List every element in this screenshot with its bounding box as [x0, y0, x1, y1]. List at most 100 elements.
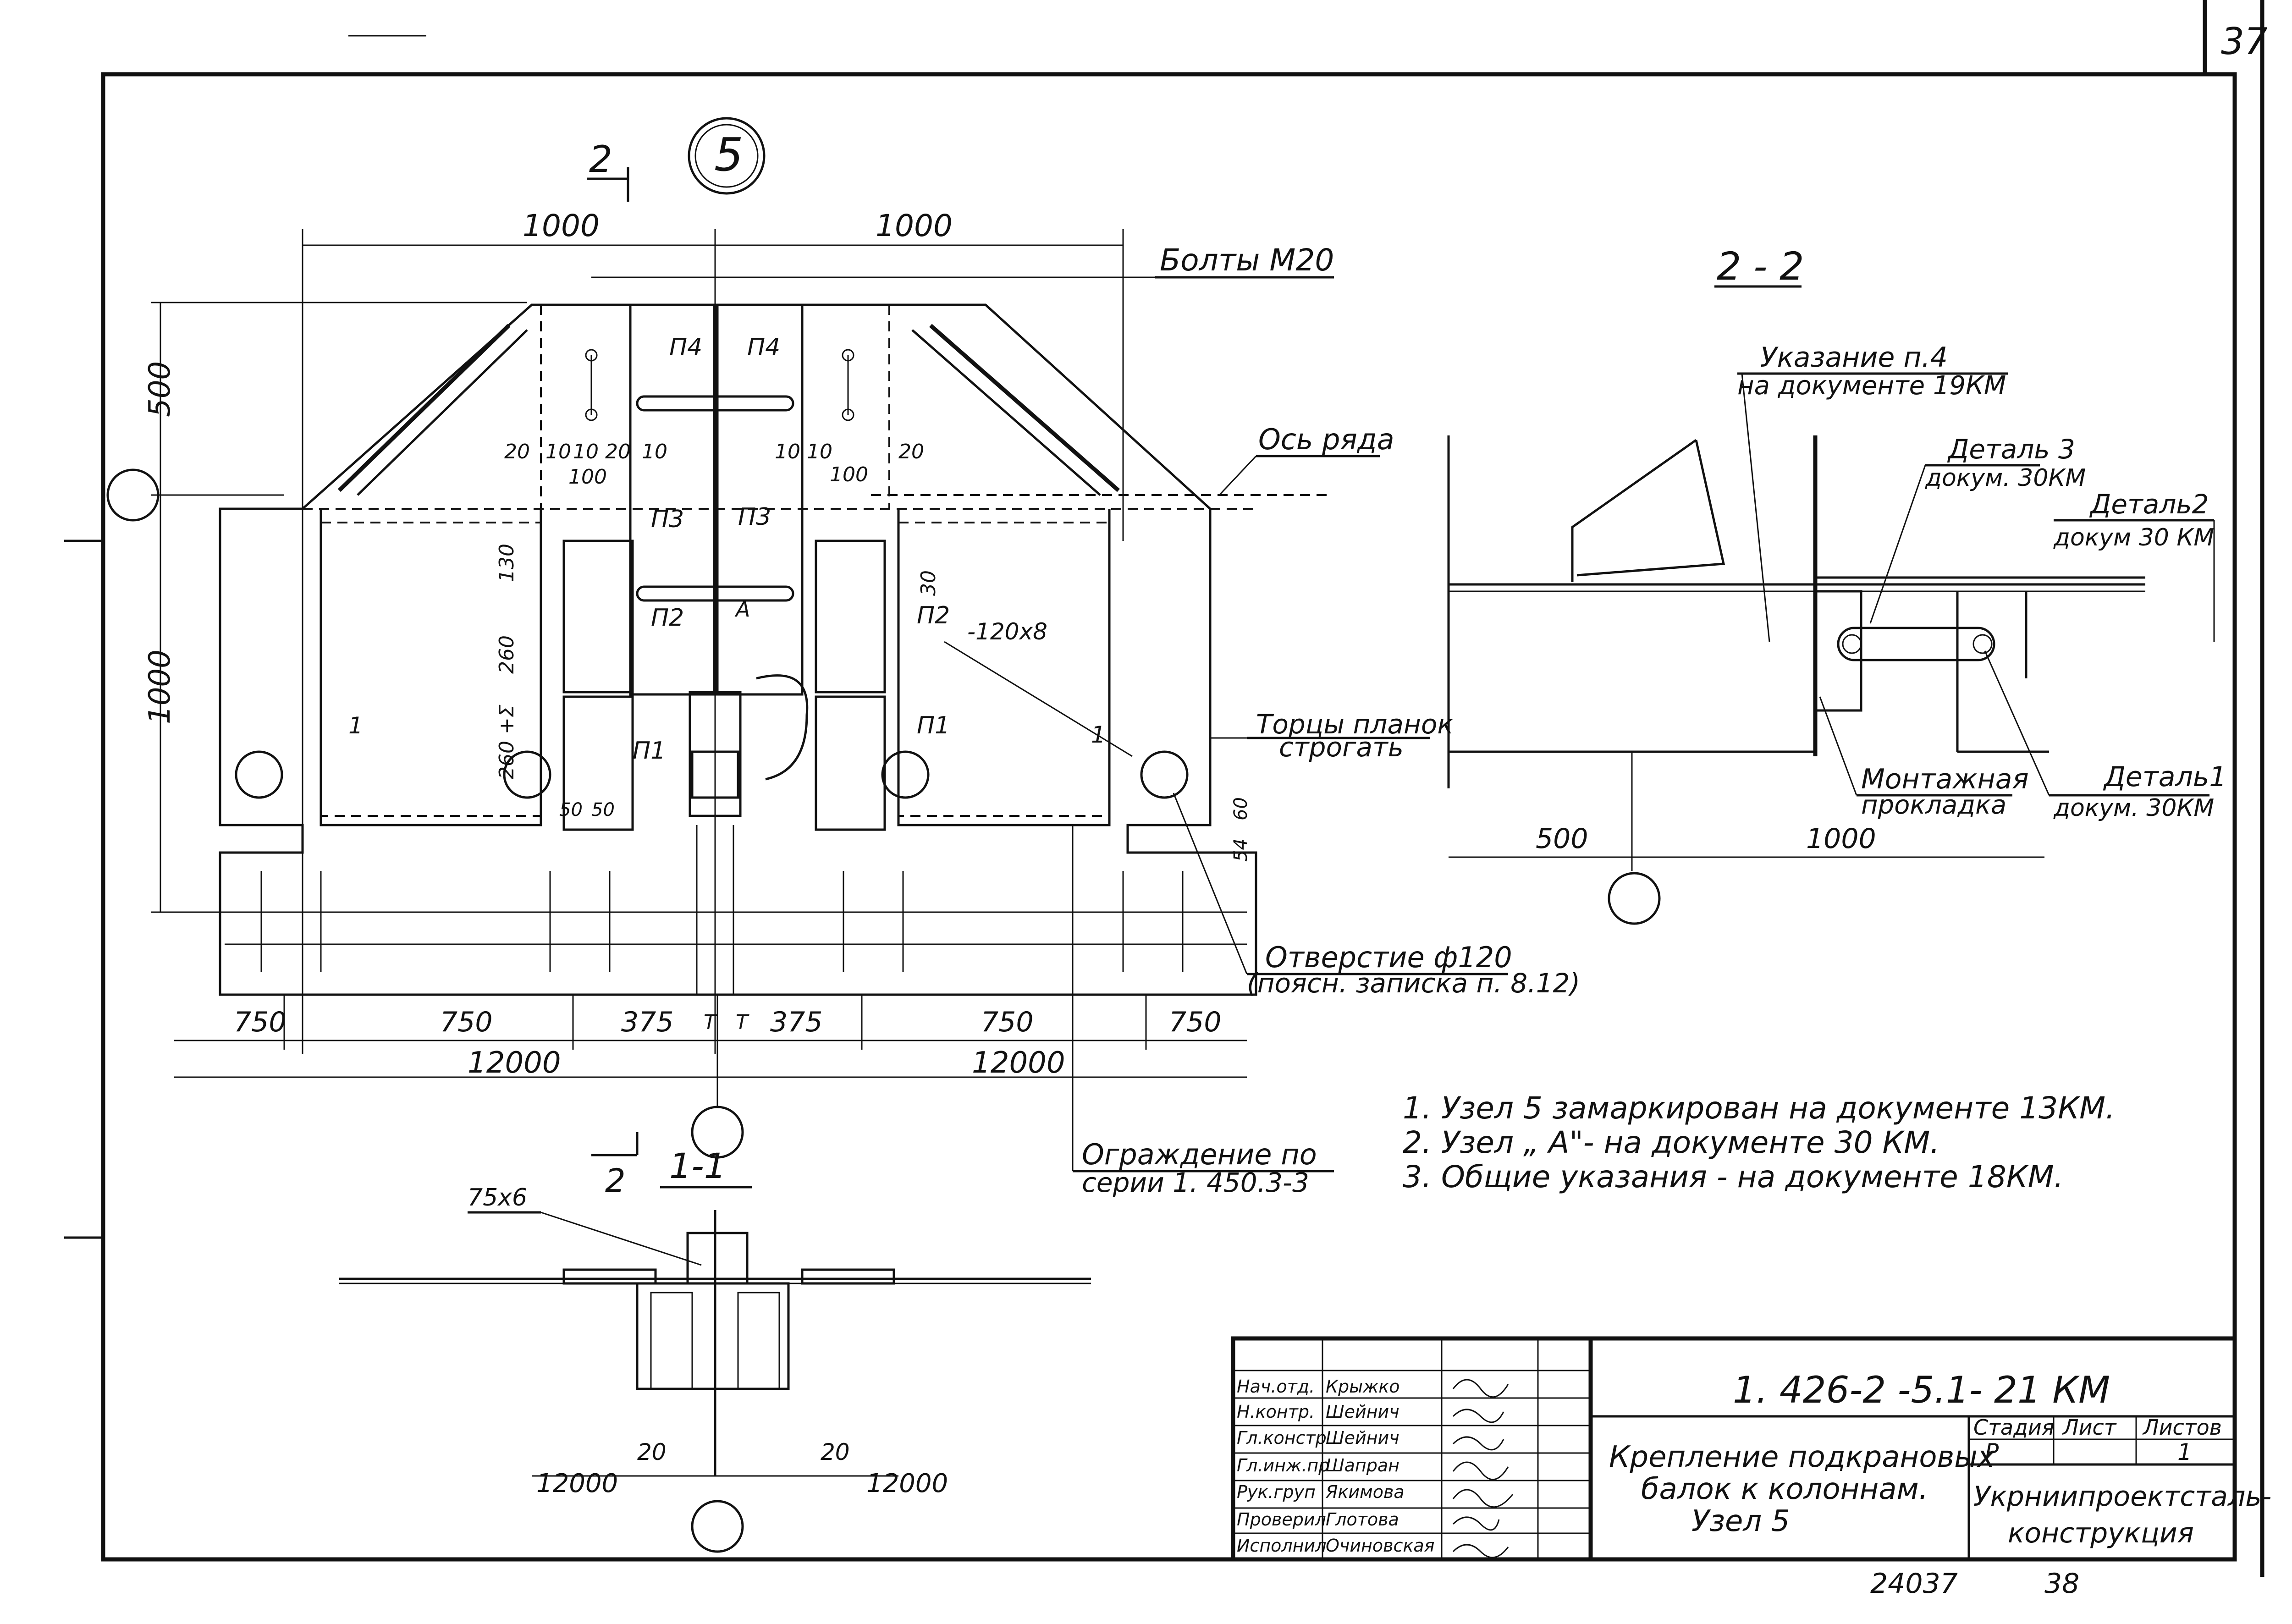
role-5: Проверил [1237, 1509, 1326, 1530]
row-axis-label: Ось ряда [1258, 423, 1394, 456]
small-dim: 10 [807, 440, 832, 463]
name-3: Шапран [1326, 1455, 1399, 1475]
section-11-dim-left: 20 [637, 1439, 667, 1465]
small-dim: 10 [573, 440, 599, 463]
name-4: Якимова [1325, 1482, 1405, 1502]
small-dim: 100 [830, 463, 868, 486]
small-dim: 50 [591, 799, 615, 820]
bolts-label: Болты М20 [1160, 242, 1334, 278]
drawing-code: 1. 426-2 -5.1- 21 КМ [1733, 1369, 2110, 1411]
name-5: Глотова [1326, 1509, 1399, 1530]
org-name-1: Укрниипроектсталь- [1973, 1481, 2271, 1513]
name-6: Очиновская [1326, 1536, 1435, 1556]
detail1-label-1: Деталь1 [2103, 761, 2226, 793]
top-dim-right: 1000 [876, 208, 953, 243]
section-11-mark: 2 [605, 1162, 626, 1200]
plate-label-p2-left: П2 [651, 604, 684, 632]
role-0: Нач.отд. [1237, 1376, 1315, 1397]
page-number: 38 [2044, 1568, 2079, 1600]
section-22-note-ref-2: на документе 19КМ [1737, 371, 2006, 401]
detail2-label-2: докум 30 КМ [2053, 524, 2214, 551]
node-number: 5 [714, 128, 744, 182]
detail3-label-2: докум. 30КМ [1925, 464, 2086, 492]
section-22-dim-500: 500 [1536, 823, 1588, 855]
small-dim: 30 [917, 570, 940, 596]
section-2-2: 2 - 2 Указание п.4 на документе 19КМ Дет… [1447, 244, 2226, 925]
small-dim: 20 [504, 440, 530, 463]
t-mark-right: Т [736, 1011, 749, 1034]
general-notes: 1. Узел 5 замаркирован на документе 13КМ… [1403, 1090, 2115, 1195]
section-22-title: 2 - 2 [1717, 244, 1804, 289]
note-1: 1. Узел 5 замаркирован на документе 13КМ… [1403, 1090, 2115, 1126]
name-1: Шейнич [1326, 1402, 1399, 1422]
small-dim: 60 [1230, 797, 1251, 820]
plan-view: 5 2 1000 1000 Болты М20 500 1000 Ось ряд… [106, 117, 1580, 1198]
small-dim: 54 [1230, 838, 1251, 862]
plate-label-p1-left: П1 [633, 737, 666, 765]
section-22-dim-1000: 1000 [1806, 823, 1876, 855]
bottom-dim: 750 [981, 1006, 1034, 1038]
section-11-title: 1-1 [669, 1145, 726, 1186]
section-22-note-ref-1: Указание п.4 [1760, 341, 1948, 374]
detail2-label-1: Деталь2 [2089, 489, 2209, 520]
role-4: Рук.груп [1237, 1482, 1316, 1502]
section-mark: 2 [589, 138, 612, 181]
sheet-frame [64, 0, 2264, 1577]
section-11-span-right: 12000 [866, 1469, 948, 1498]
top-dim-left: 1000 [523, 208, 600, 243]
drawing-title-3: Узел 5 [1691, 1504, 1790, 1538]
role-1: Н.контр. [1237, 1402, 1315, 1422]
name-2: Шейнич [1326, 1428, 1399, 1448]
angle-label: 75х6 [468, 1184, 527, 1211]
bottom-dim: 375 [621, 1006, 674, 1038]
bottom-dim: 750 [234, 1006, 286, 1038]
stage-value: Р [1985, 1439, 1999, 1465]
t-mark-left: Т [704, 1011, 717, 1034]
cut-mark-right: 1 [1091, 721, 1106, 748]
role-6: Исполнил [1237, 1536, 1327, 1556]
bottom-dim: 750 [440, 1006, 493, 1038]
title-block: Нач.отд. Крыжко Н.контр. Шейнич Гл.конст… [1231, 1336, 2271, 1562]
drawing-title-2: балок к колоннам. [1641, 1472, 1928, 1506]
hole-label-1: Отверстие ф120 [1265, 941, 1512, 974]
note-3: 3. Общие указания - на документе 18КМ. [1403, 1159, 2064, 1195]
small-dim: 20 [898, 440, 924, 463]
section-11-span-left: 12000 [536, 1469, 618, 1498]
plate-label-p1-right: П1 [917, 712, 950, 739]
hole-label-2: (поясн. записка п. 8.12) [1247, 968, 1580, 999]
section-1-1: 2 1-1 75х6 20 20 12000 12000 [339, 1132, 1091, 1553]
plate-label-p3-left: П3 [651, 506, 684, 533]
note-2: 2. Узел „ А"- на документе 30 КМ. [1403, 1125, 1939, 1160]
small-dim: 50 [559, 799, 583, 820]
ends-label-1: Торцы планок [1256, 709, 1453, 740]
small-dim: 130 [495, 544, 518, 582]
small-dim: 260 +Σ [495, 705, 518, 779]
section-11-dim-right: 20 [821, 1439, 850, 1465]
small-dim: 260 [495, 635, 518, 674]
span-dim-left: 12000 [468, 1046, 561, 1080]
node-a-label: А [734, 597, 750, 622]
fence-label-1: Ограждение по [1082, 1138, 1317, 1171]
bottom-dim: 375 [770, 1006, 823, 1038]
plate-label-p3-right: П3 [738, 503, 771, 531]
corner-number: 37 [2221, 20, 2268, 63]
drawing-title-1: Крепление подкрановых [1609, 1440, 1995, 1474]
role-2: Гл.констр [1237, 1428, 1327, 1448]
ends-label-2: строгать [1279, 732, 1404, 763]
sheet-label: Лист [2062, 1415, 2117, 1440]
small-dim: 100 [568, 465, 607, 489]
name-0: Крыжко [1326, 1376, 1400, 1397]
plate-label-p4-right: П4 [747, 334, 780, 361]
node-circle [688, 117, 766, 195]
inventory-number: 24037 [1870, 1568, 1958, 1600]
detail3-label-1: Деталь 3 [1947, 434, 2075, 465]
small-dim: 20 [605, 440, 631, 463]
small-dim: 10 [775, 440, 800, 463]
cut-mark-left: 1 [348, 712, 363, 739]
sheets-value: 1 [2177, 1439, 2192, 1465]
org-name-2: конструкция [2008, 1517, 2194, 1549]
left-dim-1000: 1000 [143, 650, 177, 724]
role-3: Гл.инж.пр [1237, 1455, 1329, 1475]
detail1-label-2: докум. 30КМ [2053, 794, 2214, 822]
